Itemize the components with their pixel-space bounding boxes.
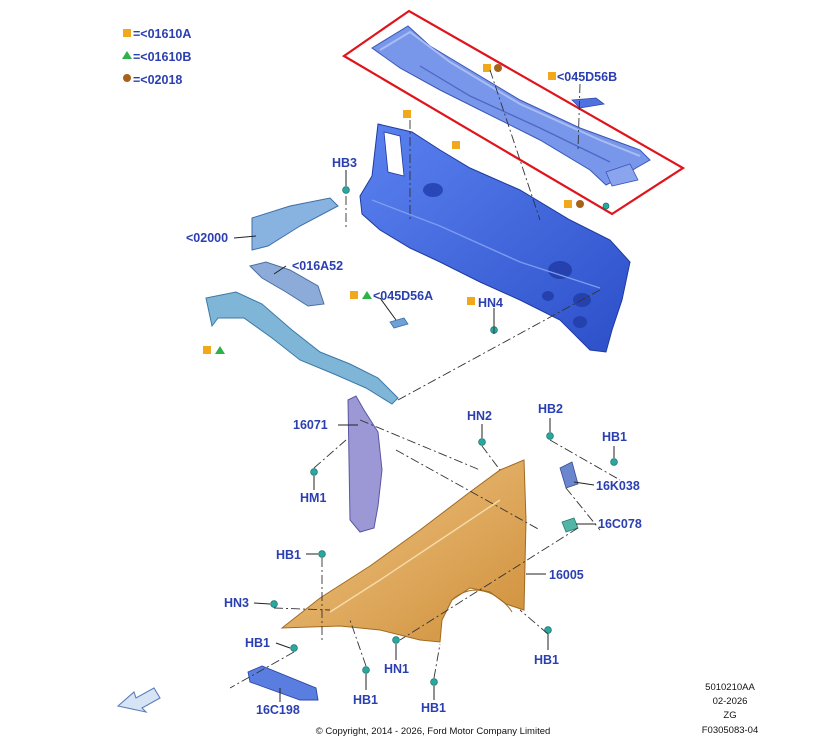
label-045D56A: <045D56A [373,289,433,303]
clip-HB1-lower-left-icon [290,644,298,652]
square-marker-icon [403,110,411,118]
triangle-marker-icon [362,291,372,299]
leader-lines [233,170,615,702]
legend: =<01610A =<01610B =<02018 [122,27,191,87]
label-HN1: HN1 [384,662,409,676]
info-market: ZG [723,710,736,721]
clip-HB1-upper-left-icon [318,550,326,558]
label-HN2: HN2 [467,409,492,423]
square-marker-icon [203,346,211,354]
part-16K038-shape [559,461,579,489]
clip-HN3-icon [270,600,278,608]
clip-HM1-icon [310,468,318,476]
legend-square-icon [123,29,131,37]
clip-HN1-icon [392,636,400,644]
fasteners [270,186,618,686]
triangle-marker-icon [215,346,225,354]
part-16071-shape [347,395,383,533]
legend-entry-02018: =<02018 [133,73,182,87]
label-16K038: 16K038 [596,479,640,493]
square-marker-icon [564,200,572,208]
document-info: 5010210AA 02-2026 ZG F0305083-04 [702,682,759,736]
circle-marker-icon [494,64,502,72]
lower-reinforcement-shape [205,291,399,405]
label-045D56B: <045D56B [557,70,617,84]
clip-HB1-bottom-icon [430,678,438,686]
label-16C198: 16C198 [256,703,300,717]
clip-HB1-right-icon [610,458,618,466]
label-16071: 16071 [293,418,328,432]
label-HB1-lower-left: HB1 [245,636,270,650]
square-marker-icon [483,64,491,72]
clip-045D56B-lower-icon [602,202,610,210]
circle-marker-icon [576,200,584,208]
part-02000-shape [251,197,339,251]
clip-HN2-icon [478,438,486,446]
square-marker-icon [467,297,475,305]
clip-HB1-bottom-mid-icon [362,666,370,674]
part-016A52-shape [249,261,325,307]
direction-arrow-icon [116,687,161,713]
label-HM1: HM1 [300,491,326,505]
label-HB1-upper-left: HB1 [276,548,301,562]
label-16005: 16005 [549,568,584,582]
label-HB1-bottom-mid: HB1 [353,693,378,707]
clip-HB1-bottom-right-icon [544,626,552,634]
label-HB1-bottom-right: HB1 [534,653,559,667]
info-date: 02-2026 [713,696,748,707]
label-02000: <02000 [186,231,228,245]
square-marker-icon [452,141,460,149]
part-045D56B-shape [571,97,605,109]
label-HB1-bottom: HB1 [421,701,446,715]
upper-cowl-panel [371,25,651,187]
cowl-dash-panel [359,123,631,353]
label-HN4: HN4 [478,296,503,310]
legend-triangle-icon [122,51,132,59]
label-HN3: HN3 [224,596,249,610]
label-HB3: HB3 [332,156,357,170]
part-16C198-shape [247,665,319,701]
info-figure-id: F0305083-04 [702,725,759,736]
square-marker-icon [350,291,358,299]
copyright: © Copyright, 2014 - 2026, Ford Motor Com… [316,726,551,737]
legend-entry-01610A: =<01610A [133,27,191,41]
label-HB2: HB2 [538,402,563,416]
alignment-lines [229,69,621,689]
label-016A52: <016A52 [292,259,343,273]
part-045D56A-shape [389,317,409,329]
label-HB1-right: HB1 [602,430,627,444]
clip-HB2-icon [546,432,554,440]
part-16005-fender [280,459,527,643]
legend-entry-01610B: =<01610B [133,50,191,64]
legend-circle-icon [123,74,131,82]
part-labels: <045D56B HB3 <02000 <016A52 <045D56A HN4… [186,70,642,717]
highlight-box [341,9,686,216]
info-code: 5010210AA [705,682,755,693]
label-16C078: 16C078 [598,517,642,531]
marker-symbols [203,64,584,354]
square-marker-icon [548,72,556,80]
clip-HB3-icon [342,186,350,194]
